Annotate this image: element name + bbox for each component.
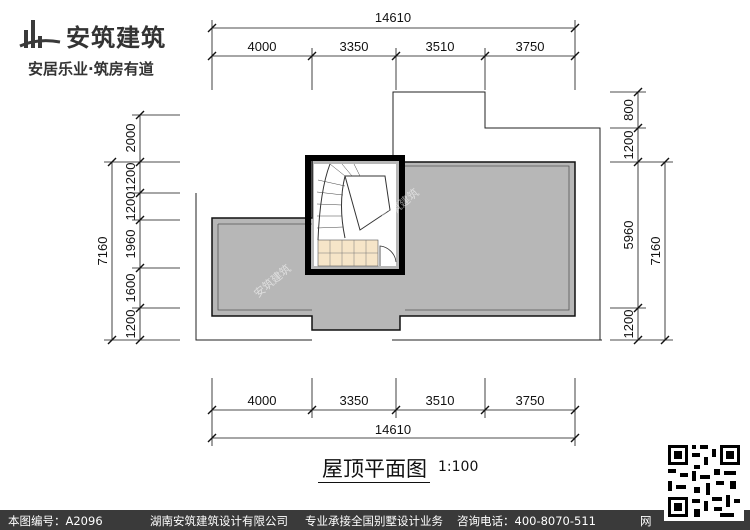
top-total-label: 14610	[375, 10, 411, 25]
right-seg-3: 5960	[621, 221, 636, 250]
footer-phone: 咨询电话：400-8070-511	[457, 514, 596, 528]
title-underline	[318, 482, 430, 483]
dimension-ticks	[107, 23, 670, 443]
top-seg-1: 4000	[248, 39, 277, 54]
logo-mark-icon	[19, 20, 61, 48]
drawing-scale: 1:100	[438, 459, 479, 475]
bottom-total-label: 14610	[375, 422, 411, 437]
right-seg-4: 1200	[621, 310, 636, 339]
right-seg-1: 800	[621, 99, 636, 121]
brand-slogan: 安居乐业·筑房有道	[28, 60, 154, 78]
bottom-seg-1: 4000	[248, 393, 277, 408]
right-total-label: 7160	[648, 237, 663, 266]
left-seg-5: 1600	[123, 274, 138, 303]
left-seg-6: 1200	[123, 310, 138, 339]
drawing-title: 屋顶平面图	[322, 457, 427, 481]
footer-drawing-no: 本图编号：A2096	[8, 514, 103, 528]
qr-code	[664, 441, 744, 521]
top-seg-2: 3350	[340, 39, 369, 54]
left-seg-4: 1960	[123, 230, 138, 259]
left-seg-3: 1200	[123, 192, 138, 221]
footer-site: 网	[640, 514, 652, 528]
left-seg-1: 2000	[123, 124, 138, 153]
bottom-seg-4: 3750	[516, 393, 545, 408]
footer-service: 专业承接全国别墅设计业务	[305, 514, 443, 528]
dimension-lines	[104, 20, 673, 446]
top-seg-3: 3510	[426, 39, 455, 54]
footer-company: 湖南安筑建筑设计有限公司	[150, 514, 288, 528]
right-seg-2: 1200	[621, 131, 636, 160]
top-seg-4: 3750	[516, 39, 545, 54]
footer-bar: 本图编号：A2096 湖南安筑建筑设计有限公司 专业承接全国别墅设计业务 咨询电…	[0, 510, 750, 530]
left-total-label: 7160	[95, 237, 110, 266]
dimension-labels: 14610 4000 3350 3510 3750 4000 3350 3510…	[95, 10, 663, 437]
brand-name: 安筑建筑	[66, 24, 166, 52]
roof-plan-drawing: 14610 4000 3350 3510 3750 4000 3350 3510…	[95, 10, 673, 446]
building-outline	[195, 91, 602, 341]
bottom-seg-3: 3510	[426, 393, 455, 408]
qr-code-icon	[666, 443, 742, 519]
bottom-seg-2: 3350	[340, 393, 369, 408]
left-seg-2: 1200	[123, 163, 138, 192]
stair-tower	[305, 155, 405, 275]
brand-logo: 安筑建筑 安居乐业·筑房有道	[18, 14, 188, 84]
